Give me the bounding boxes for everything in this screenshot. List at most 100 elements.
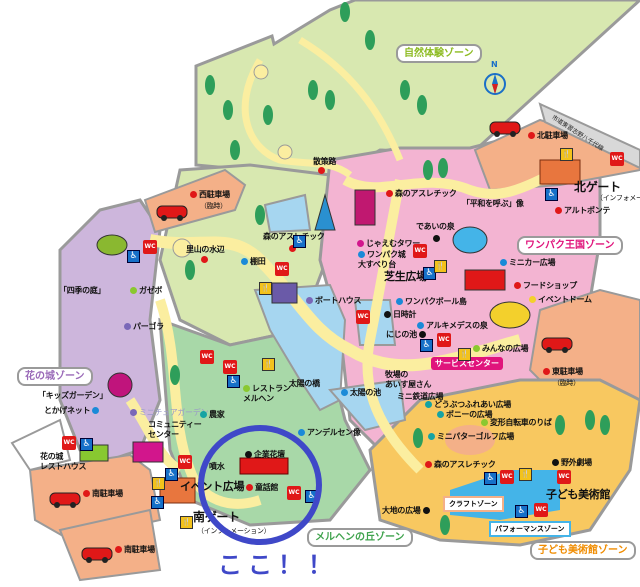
label-minna[interactable]: みんなの広場: [473, 344, 529, 354]
marker-deai: [433, 234, 442, 244]
label-event-dome[interactable]: イベントドーム: [529, 295, 592, 305]
parking-west[interactable]: 西駐車場: [190, 190, 230, 200]
zone-label-kids-museum: 子ども美術館ゾーン: [530, 541, 636, 560]
label-community[interactable]: コミュニティー センター: [148, 420, 202, 439]
label-kids-garden[interactable]: 「キッズガーデン」: [38, 391, 108, 400]
teal-dot-icon: [425, 401, 432, 408]
zone-label-flower: 花の城ゾーン: [17, 367, 93, 386]
purple-dot-icon: [124, 323, 131, 330]
label-tokage[interactable]: とかげネット: [44, 406, 101, 416]
label-nouka[interactable]: 農家: [200, 410, 225, 420]
label-food-shop[interactable]: フードショップ: [514, 281, 577, 291]
accessible-toilet-icon: ♿: [545, 188, 558, 201]
label-niji[interactable]: にじの池: [386, 330, 428, 340]
label-mini-railway[interactable]: ミニ鉄道広場: [397, 392, 444, 401]
accessible-toilet-icon: ♿: [80, 438, 93, 451]
label-henkei-bike[interactable]: 変形自転車のりば: [481, 418, 552, 428]
label-deai[interactable]: であいの泉: [416, 222, 455, 231]
label-hananoshiro-rest[interactable]: 花の城 レストハウス: [40, 452, 87, 471]
hidokei-text: 日時計: [393, 310, 417, 319]
label-restaurant[interactable]: レストラン メルヘン: [243, 384, 291, 404]
label-shiki-garden[interactable]: 「四季の庭」: [59, 286, 106, 295]
event-dome-text: イベントドーム: [538, 295, 592, 304]
label-hidokei[interactable]: 日時計: [384, 310, 416, 320]
label-alto-ponte[interactable]: アルトポンテ: [555, 206, 610, 216]
label-minicar[interactable]: ミニカー広場: [500, 258, 556, 268]
north-gate-label[interactable]: 北ゲート: [574, 180, 621, 194]
black-dot-icon: [433, 235, 440, 242]
zone-label-nature: 自然体験ゾーン: [396, 44, 482, 63]
wc-icon: WC: [62, 436, 76, 450]
magenta-dot-icon: [357, 240, 364, 247]
label-tanbo[interactable]: 棚田: [241, 257, 266, 267]
label-sansakuro[interactable]: 散策路: [313, 157, 337, 166]
green-dot-icon: [473, 345, 480, 352]
label-daichi[interactable]: 大地の広場: [382, 506, 432, 516]
label-kids-museum[interactable]: 子ども美術館: [546, 488, 611, 501]
label-heiwa[interactable]: 「平和を呼ぶ」像: [462, 199, 524, 208]
marker-mori-athletic-west: [289, 244, 298, 254]
red-dot-icon: [425, 461, 432, 468]
label-yagai[interactable]: 野外劇場: [552, 458, 592, 468]
restaurant-text: レストラン メルヘン: [243, 384, 291, 403]
blue-dot-icon: [500, 259, 507, 266]
red-dot-icon: [543, 368, 550, 375]
parking-east[interactable]: 東駐車場: [543, 367, 583, 377]
label-shibafu[interactable]: 芝生広場: [384, 270, 427, 283]
label-andersen[interactable]: アンデルセン像: [298, 428, 361, 438]
accessible-toilet-icon: ♿: [423, 267, 436, 280]
label-mini-garden[interactable]: ミニチュアガーデン: [130, 408, 208, 418]
zone-label-craft: クラフトゾーン: [443, 496, 504, 512]
mini-putter-text: ミニパターゴルフ広場: [437, 432, 514, 441]
label-satoyama[interactable]: 里山の水辺: [186, 245, 225, 254]
parking-south-1[interactable]: 南駐車場: [83, 489, 123, 499]
label-mori-athletic-north[interactable]: 森のアスレチック: [386, 189, 457, 199]
pony-text: ポニーの広場: [446, 410, 493, 419]
purple-dot-icon: [306, 297, 313, 304]
label-gazebo[interactable]: ガゼボ: [130, 286, 162, 296]
label-wanpaku-ball[interactable]: ワンパクボール島: [396, 297, 467, 307]
tanbo-text: 棚田: [250, 257, 266, 266]
label-ice-shop[interactable]: 牧場の あいす屋さん: [385, 370, 432, 389]
wc-icon: WC: [437, 333, 451, 347]
accessible-toilet-icon: ♿: [420, 339, 433, 352]
minna-text: みんなの広場: [482, 344, 529, 353]
label-taiyo-pond[interactable]: 太陽の池: [341, 388, 381, 398]
henkei-bike-text: 変形自転車のりば: [490, 418, 552, 427]
you-are-here-circle: [198, 425, 322, 545]
purple-dot-icon: [130, 409, 137, 416]
minicar-text: ミニカー広場: [509, 258, 556, 267]
you-are-here-label: ここ！！: [218, 551, 338, 579]
label-mori-athletic-south[interactable]: 森のアスレチック: [425, 460, 496, 470]
label-archimedes[interactable]: アルキメデスの泉: [417, 321, 488, 331]
parking-west-label: 西駐車場: [199, 190, 230, 199]
parking-south-2[interactable]: 南駐車場: [115, 545, 155, 555]
north-gate-sub: （インフォメーション）: [596, 194, 640, 202]
label-doubutsu[interactable]: どうぶつふれあい広場: [425, 400, 511, 410]
blue-dot-icon: [298, 429, 305, 436]
red-dot-icon: [115, 546, 122, 553]
label-pergola[interactable]: パーゴラ: [124, 322, 164, 332]
accessible-toilet-icon: ♿: [165, 468, 178, 481]
jumbo-tower-text: じゃえむタワー: [366, 239, 420, 248]
green-dot-icon: [481, 419, 488, 426]
red-dot-icon: [386, 190, 393, 197]
label-jumbo-tower[interactable]: じゃえむタワー: [357, 239, 420, 249]
label-taiyo-bridge[interactable]: 太陽の橋: [289, 379, 320, 388]
red-dot-icon: [289, 245, 296, 252]
label-wanpaku-castle[interactable]: ワンパク城 大すべり台: [358, 250, 406, 270]
black-dot-icon: [384, 311, 391, 318]
mori-athletic-south-text: 森のアスレチック: [434, 460, 496, 469]
compass-north-label: N: [491, 60, 498, 69]
nouka-text: 農家: [209, 410, 225, 419]
service-center-label[interactable]: サービスセンター: [431, 357, 503, 370]
parking-north-label: 北駐車場: [537, 131, 568, 140]
label-pony[interactable]: ポニーの広場: [437, 410, 493, 420]
teal-dot-icon: [428, 433, 435, 440]
label-mini-putter[interactable]: ミニパターゴルフ広場: [428, 432, 514, 442]
parking-north[interactable]: 北駐車場: [528, 131, 568, 141]
black-dot-icon: [418, 331, 426, 338]
parking-south1-label: 南駐車場: [92, 489, 123, 498]
label-boat-house[interactable]: ボートハウス: [306, 296, 362, 306]
restaurant-icon: 🍴: [259, 282, 272, 295]
